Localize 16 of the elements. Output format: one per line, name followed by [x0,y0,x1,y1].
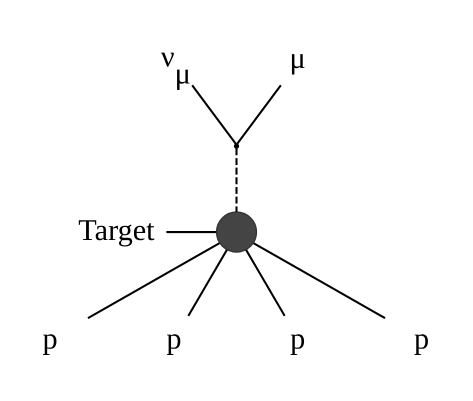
node-text: p [414,321,430,356]
node-text: p [166,321,182,356]
connector [245,249,286,316]
node-text: p [290,321,306,356]
node-text: Target [78,212,155,247]
node-circle [216,211,258,253]
node-text: μ [289,40,306,75]
connector [236,84,282,145]
node-point [234,144,240,149]
connector [166,231,216,234]
connector [87,242,220,320]
connector [187,249,228,316]
connector [191,84,237,145]
connector [253,242,386,320]
node-text: p [42,321,58,356]
connector [235,148,238,212]
